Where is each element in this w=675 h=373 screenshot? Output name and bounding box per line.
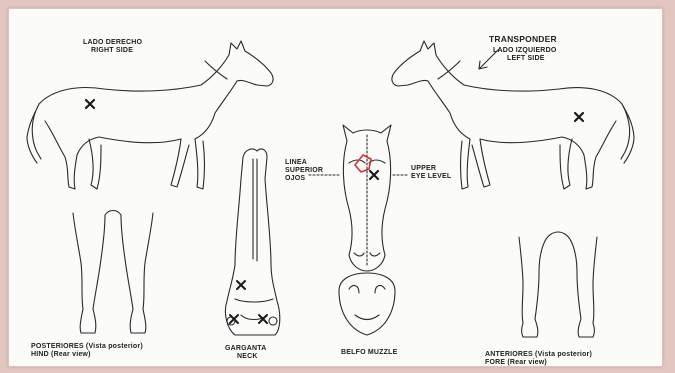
label-lado-izquierdo: LADO IZQUIERDO [493,47,556,55]
label-eye-level: EYE LEVEL [411,173,451,181]
label-posteriores: POSTERIORES (Vista posterior) [31,343,143,351]
label-transponder: TRANSPONDER [489,35,557,43]
whorl-outline [355,155,371,172]
label-lado-derecho: LADO DERECHO [83,39,142,47]
left-side-marker [575,113,583,121]
label-upper: UPPER [411,165,436,173]
label-superior: SUPERIOR [285,167,323,175]
right-side-marker [86,100,94,108]
hind-legs-illustration [73,211,153,334]
fore-legs-illustration [519,232,597,337]
label-ojos: OJOS [285,175,305,183]
horse-right-side-illustration [27,41,273,189]
label-hind: HIND (Rear view) [31,351,91,359]
label-belfo-muzzle: BELFO MUZZLE [341,349,397,357]
label-anteriores: ANTERIORES (Vista posterior) [485,351,592,359]
label-neck: NECK [237,353,258,361]
identification-diagram-drawing [9,9,662,366]
neck-illustration [225,149,279,335]
label-right-side: RIGHT SIDE [91,47,133,55]
eye-level-line [309,135,409,267]
diagram-card: LADO DERECHO RIGHT SIDE TRANSPONDER LADO… [8,8,663,367]
muzzle-illustration [339,273,395,335]
label-garganta: GARGANTA [225,345,267,353]
head-marker [370,171,378,179]
label-left-side: LEFT SIDE [507,55,545,63]
label-linea: LINEA [285,159,307,167]
label-fore: FORE (Rear view) [485,359,547,367]
